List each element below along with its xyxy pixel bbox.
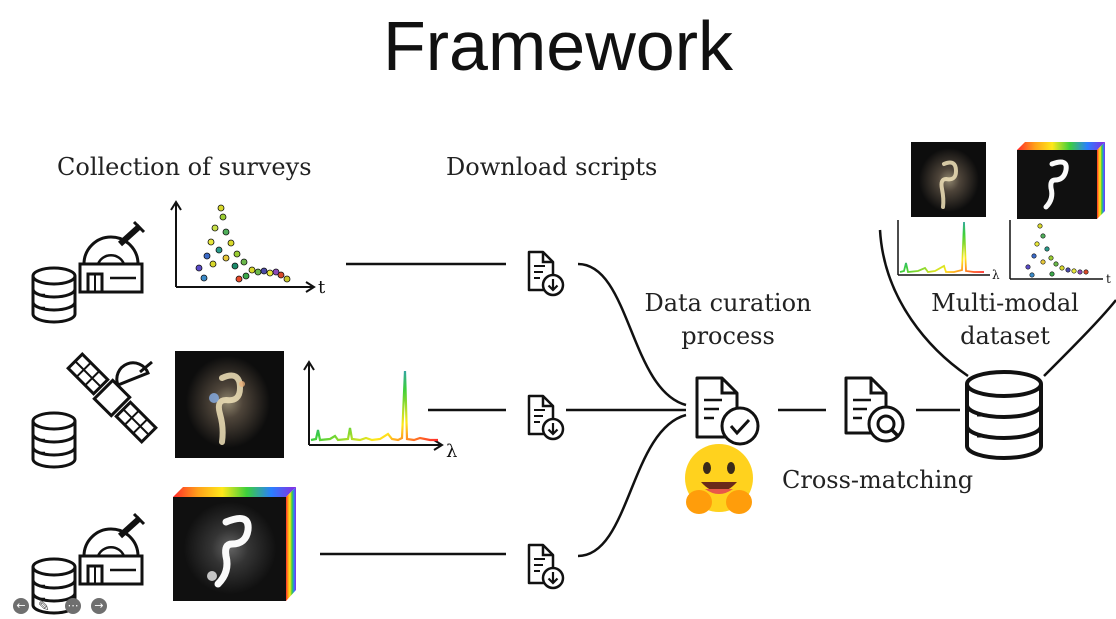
axis-t-label: t [1106,272,1111,286]
document-check-icon [695,376,760,446]
previous-icon[interactable]: ← [13,598,29,614]
satellite-dish [115,360,153,387]
satellite-icon [66,352,158,444]
dataset-cube-thumb [1017,142,1105,219]
dataset-lightcurve-thumb: t [1009,220,1111,286]
slide-title: Framework [382,7,734,85]
observatory-icon [80,514,144,584]
crossmatch-label: Cross-matching [782,466,974,494]
more-icon[interactable]: ⋯ [65,598,81,614]
pen-icon[interactable]: ✎ [38,599,50,615]
rainbow-datacube [173,487,296,601]
document-download-icon [527,250,565,297]
axis-lambda-label: λ [446,441,457,462]
document-download-icon [527,543,565,590]
document-download-icon [527,394,565,441]
spectrum-plot: λ [303,360,457,462]
axis-lambda-label: λ [992,268,1000,282]
funnel-left [878,229,969,378]
database-icon [31,266,77,324]
next-icon[interactable]: → [91,598,107,614]
multimodal-label: Multi-modal dataset [931,289,1079,350]
observatory-icon [80,222,144,292]
dataset-galaxy-thumb [911,142,986,217]
hugging-face-emoji [685,444,753,514]
multimodal-database-icon [965,370,1043,460]
axis-t-label: t [318,277,326,298]
funnel-right [1043,299,1116,377]
galaxy-image [175,351,284,458]
light-curve-plot: t [170,200,326,298]
document-search-icon [844,376,905,443]
connector-lines [320,262,960,558]
download-label: Download scripts [446,153,658,181]
dataset-spectrum-thumb: λ [897,220,1000,282]
database-icon [31,411,77,469]
curation-label: Data curation process [644,289,812,350]
collection-label: Collection of surveys [57,153,312,181]
